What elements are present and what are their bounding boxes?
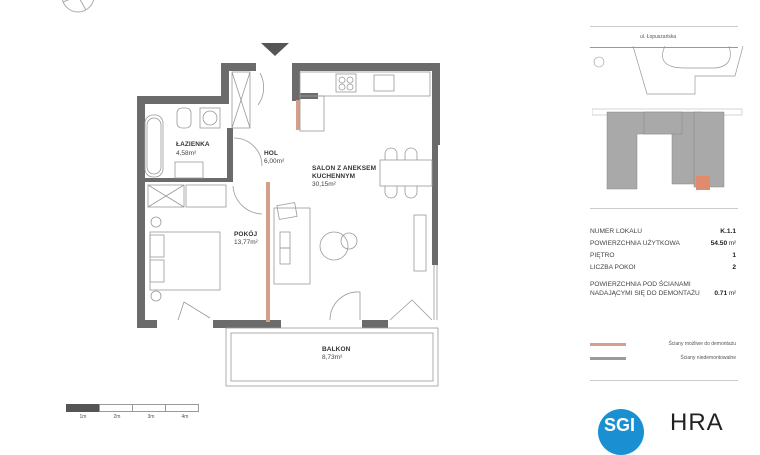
room-area-salon: 30,15m² — [312, 181, 336, 188]
compass-icon — [61, 0, 95, 13]
info-label: PIĘTRO — [590, 252, 615, 259]
site-outline-map — [593, 46, 744, 95]
info-value: 1 — [732, 252, 736, 259]
room-area-pokoj: 13,77m² — [234, 239, 258, 246]
hra-logo: HRA — [670, 409, 724, 436]
info-row-pietro: PIĘTRO 1 — [590, 252, 736, 259]
info-label: NADAJĄCYMI SIĘ DO DEMONTAŻU — [590, 290, 700, 297]
legend-label: Ściany możliwe do demontażu — [668, 341, 736, 347]
info-row-numer: NUMER LOKALU K.1.1 — [590, 228, 736, 235]
scale-label: 1m — [79, 414, 87, 420]
info-unit: m² — [729, 241, 736, 247]
legend-demolishable: Ściany możliwe do demontażu — [590, 340, 736, 348]
divider — [590, 208, 738, 209]
demolition-label-line1: POWIERZCHNIA POD ŚCIANAMI — [590, 281, 691, 288]
scale-segment-2 — [99, 404, 133, 412]
scale-segment-4 — [165, 404, 199, 412]
info-value: 0.71 — [714, 290, 728, 297]
legend-label: Ściany niedemontowalne — [680, 355, 736, 361]
entrance-arrow-icon — [261, 43, 289, 56]
divider — [590, 26, 738, 27]
scale-segment-1 — [66, 404, 100, 412]
scale-label: 3m — [147, 414, 155, 420]
scale-labels: 1m 2m 3m 4m — [66, 414, 202, 420]
legend-permanent: Ściany niedemontowalne — [590, 354, 736, 362]
scale-bar — [66, 404, 199, 412]
building-map — [592, 108, 743, 190]
room-label-hol: HOL — [264, 150, 279, 157]
info-label: NUMER LOKALU — [590, 228, 643, 235]
scale-segment-3 — [132, 404, 166, 412]
sgi-logo: SGI — [598, 409, 644, 455]
scale-label: 4m — [181, 414, 189, 420]
room-label-pokoj: POKÓJ — [234, 231, 258, 238]
info-row-powierzchnia: POWIERZCHNIA UŻYTKOWA 54.50 m² — [590, 240, 736, 247]
info-row-demolition: NADAJĄCYMI SIĘ DO DEMONTAŻU 0.71 m² — [590, 290, 736, 297]
info-value: K.1.1 — [720, 228, 736, 235]
room-label-balkon: BALKON — [322, 346, 351, 353]
scale-label: 2m — [113, 414, 121, 420]
floor-plan — [137, 43, 440, 387]
room-label-salon-line1: SALON Z ANEKSEM — [312, 165, 377, 172]
room-label-lazienka: ŁAZIENKA — [176, 141, 210, 148]
divider — [590, 380, 738, 381]
room-area-balkon: 8,73m² — [322, 354, 343, 361]
legend-swatch — [590, 356, 626, 360]
info-label: POWIERZCHNIA UŻYTKOWA — [590, 240, 680, 247]
legend-swatch — [590, 342, 626, 346]
apartment-highlight — [696, 176, 710, 190]
info-row-pokoje: LICZBA POKOI 2 — [590, 264, 736, 271]
street-label: ul. Łopuszańska — [640, 34, 677, 40]
info-label: LICZBA POKOI — [590, 264, 636, 271]
room-area-hol: 6,00m² — [264, 158, 285, 165]
info-unit: m² — [729, 291, 736, 297]
room-area-lazienka: 4,58m² — [176, 150, 197, 157]
sgi-logo-text: SGI — [604, 415, 636, 435]
room-label-salon-line2: KUCHENNYM — [312, 173, 356, 180]
info-value: 2 — [732, 264, 736, 271]
info-value: 54.50 — [710, 240, 728, 247]
